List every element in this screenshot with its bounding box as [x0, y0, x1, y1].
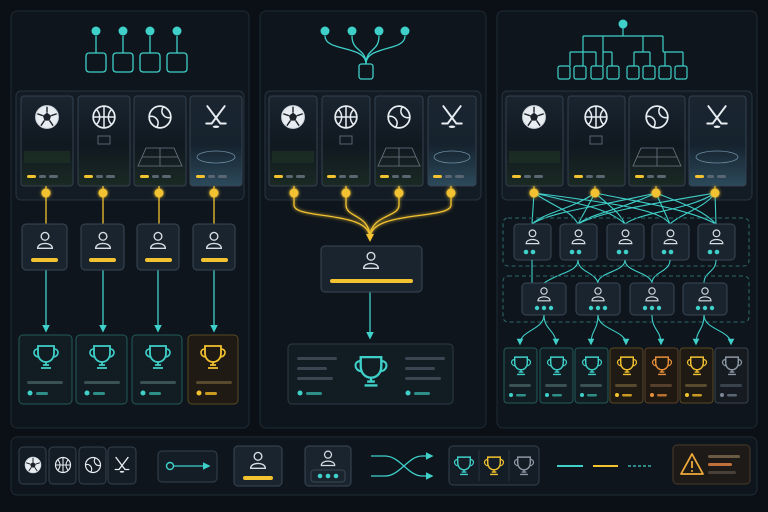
outcome-card-teal[interactable]	[574, 347, 609, 404]
panel-3-mesh-connectors	[531, 192, 717, 225]
agent-node[interactable]	[80, 223, 125, 271]
central-agent-node[interactable]	[320, 245, 423, 293]
panel-1-agents	[21, 223, 236, 271]
agent-layer-2-group	[502, 275, 750, 323]
outcome-card-teal[interactable]	[539, 347, 574, 404]
soccer-ball-icon	[34, 104, 60, 130]
panel-3-source-dots	[529, 186, 720, 198]
panel-1-sport-cards	[20, 95, 243, 187]
outcome-card-teal[interactable]	[131, 334, 183, 405]
outcome-card-gold[interactable]	[187, 334, 239, 405]
aggregated-outcome-card[interactable]	[287, 343, 454, 405]
outcome-card-gray[interactable]	[714, 347, 749, 404]
basketball-icon	[92, 105, 116, 129]
legend-trophy-tiers	[448, 445, 540, 486]
panel-1-outcomes	[18, 334, 239, 405]
sport-card-basketball[interactable]	[77, 95, 131, 187]
panel-3-topology-icon	[557, 19, 688, 80]
agent-node[interactable]	[682, 282, 728, 316]
panel-3-outcomes	[503, 347, 749, 404]
agent-node[interactable]	[606, 223, 645, 261]
panel-3-layer-links	[531, 259, 717, 284]
agent-node[interactable]	[513, 223, 552, 261]
panel-1-topology-icon	[85, 26, 188, 73]
outcome-card-teal[interactable]	[75, 334, 128, 405]
sport-card-tennis[interactable]	[628, 95, 686, 187]
sport-card-tennis[interactable]	[374, 95, 424, 187]
agent-node[interactable]	[575, 282, 621, 316]
panel-2-sport-cards	[268, 95, 477, 187]
panel-2-topology-icon	[320, 26, 410, 80]
sport-card-basketball[interactable]	[321, 95, 371, 187]
panel-1-connectors	[41, 186, 219, 333]
outcome-card-teal[interactable]	[503, 347, 538, 404]
soccer-ball-icon	[24, 456, 42, 474]
sport-card-tennis[interactable]	[133, 95, 187, 187]
sport-card-soccer[interactable]	[268, 95, 318, 187]
agent-layer-1-group	[502, 217, 750, 267]
outcome-card-gold[interactable]	[609, 347, 644, 404]
legend-flow-arrow	[157, 450, 218, 483]
panel-2-sport-strip	[264, 90, 482, 201]
legend-cross-links	[371, 452, 434, 480]
legend-warning	[672, 444, 751, 485]
soccer-ball-icon	[521, 104, 547, 130]
panel-3-sport-cards	[505, 95, 747, 187]
sport-card-hockey[interactable]	[189, 95, 243, 187]
outcome-card-orange[interactable]	[644, 347, 679, 404]
agent-node[interactable]	[651, 223, 690, 261]
soccer-ball-icon	[280, 104, 306, 130]
sport-card-hockey[interactable]	[688, 95, 747, 187]
legend-agent-group	[304, 445, 352, 487]
outcome-card-gold[interactable]	[679, 347, 714, 404]
basketball-icon	[54, 456, 72, 474]
panel-3-outcome-arrows	[516, 314, 735, 346]
basketball-icon	[584, 105, 608, 129]
sport-card-hockey[interactable]	[427, 95, 477, 187]
agent-node[interactable]	[21, 223, 68, 271]
agent-node[interactable]	[192, 223, 236, 271]
agent-node[interactable]	[559, 223, 598, 261]
basketball-icon	[334, 105, 358, 129]
legend-agent-node	[233, 445, 283, 487]
warning-icon	[680, 453, 704, 475]
agent-node[interactable]	[521, 282, 567, 316]
outcome-card-teal[interactable]	[18, 334, 73, 405]
agent-node[interactable]	[697, 223, 736, 261]
agent-layer-1	[513, 223, 736, 261]
panel-2-connectors	[289, 186, 456, 340]
agent-node[interactable]	[629, 282, 675, 316]
sport-card-soccer[interactable]	[20, 95, 74, 187]
sport-card-soccer[interactable]	[505, 95, 564, 187]
legend-sport-icons	[18, 446, 137, 485]
agent-node[interactable]	[136, 223, 180, 271]
sport-card-basketball[interactable]	[567, 95, 626, 187]
